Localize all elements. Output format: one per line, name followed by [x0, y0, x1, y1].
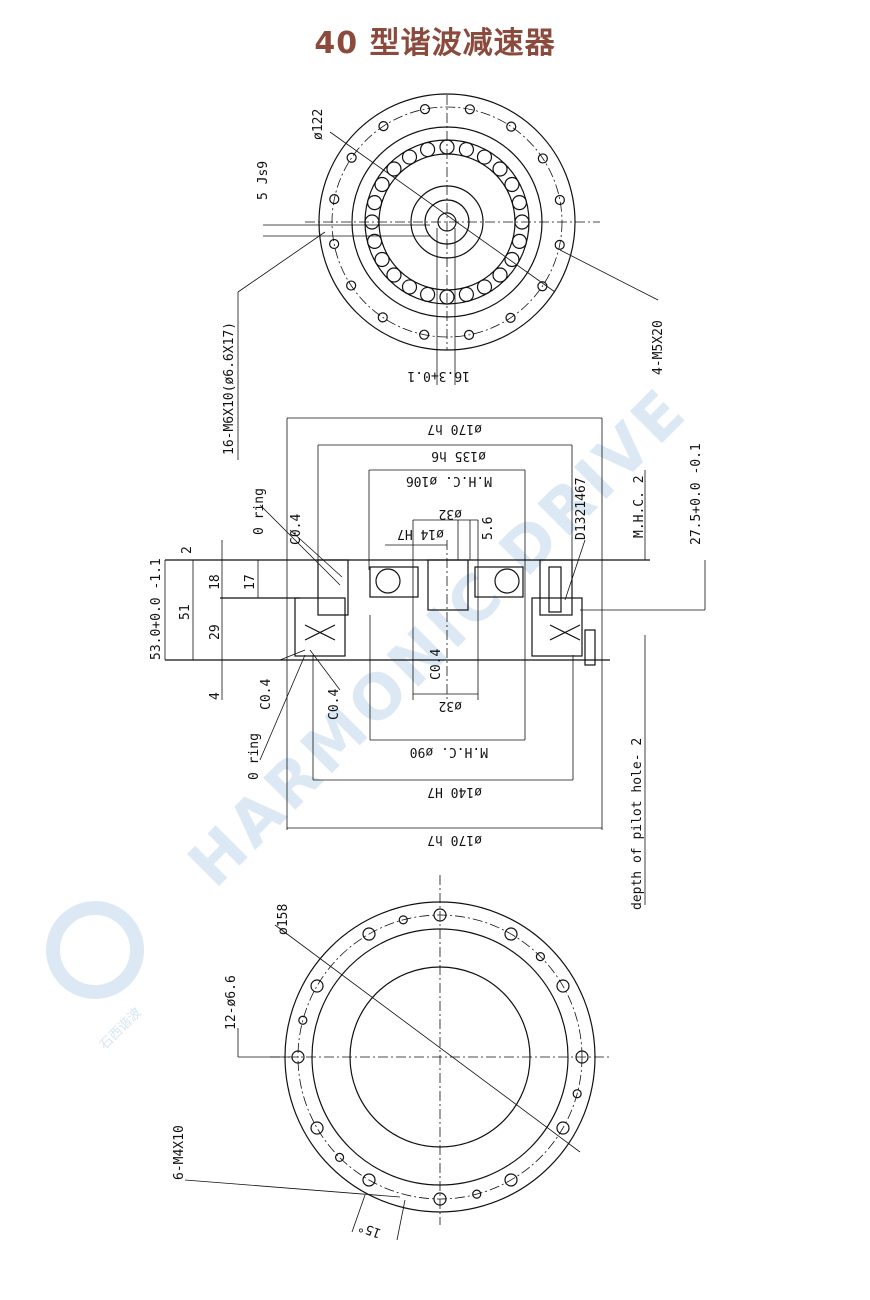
bottom-tapped-hole [572, 1089, 582, 1099]
bottom-hole [504, 927, 518, 941]
bottom-tapped-hole [334, 1152, 345, 1163]
sec-d170-top: ø170 h7 [427, 421, 482, 436]
sec-mhc90: M.H.C. ø90 [410, 744, 488, 759]
watermark: HARMONIC DRIVE 石西谐波 [46, 373, 701, 1053]
sec-dim-29: 29 [208, 624, 223, 640]
top-bolt-hole [346, 152, 357, 163]
bot-holes12: 12-ø6.6 [224, 975, 239, 1030]
sec-dim-2: 2 [180, 546, 195, 554]
sec-c04-b: C0.4 [259, 679, 274, 710]
top-bolt-hole [505, 312, 516, 323]
section-view: ø170 h7 ø135 h6 M.H.C. ø106 ø32 ø14 H7 5… [149, 417, 706, 910]
top-bolt-hole [346, 280, 357, 291]
bearing-ball [492, 161, 508, 177]
bearing-ball [401, 149, 418, 165]
bearing-ball [374, 176, 390, 193]
sec-mhc106: M.H.C. ø106 [406, 473, 492, 488]
top-view: ø122 5 Js9 16-M6X10(ø6.6X17) 4-M5X20 16.… [222, 93, 666, 460]
bottom-hole [362, 927, 376, 941]
sec-c04-d: C0.4 [429, 649, 444, 680]
bottom-hole [504, 1173, 518, 1187]
watermark-logo-text: 石西谐波 [97, 1005, 144, 1052]
top-dia-outer: ø122 [311, 109, 326, 140]
bearing-ball [458, 286, 475, 303]
sec-d14: ø14 H7 [397, 526, 444, 541]
sec-dim-5-6: 5.6 [481, 517, 496, 540]
sec-oring-bottom: 0 ring [247, 733, 262, 780]
top-bolts-right: 4-M5X20 [651, 320, 666, 375]
sec-mhc2: M.H.C. 2 [632, 475, 647, 538]
top-bolt-hole [537, 153, 548, 164]
bearing-ball [401, 279, 418, 295]
top-bolt-hole [377, 312, 388, 323]
bottom-tapped-hole [298, 1015, 308, 1025]
sec-oring-top: 0 ring [252, 488, 267, 535]
top-key-height: 16.3+0.1 [407, 368, 470, 383]
bearing-ball [492, 267, 508, 283]
bottom-hole [310, 979, 324, 993]
bottom-hole [310, 1121, 324, 1135]
bottom-hole [291, 1050, 305, 1064]
top-bolt-hole [329, 194, 340, 205]
sec-d140: ø140 H7 [427, 784, 482, 799]
top-bolt-hole [554, 239, 565, 250]
bottom-hole [362, 1173, 376, 1187]
top-bolt-hole [506, 121, 517, 132]
sec-pilot-hole: depth of pilot hole- 2 [630, 738, 645, 910]
bearing-ball [374, 251, 390, 268]
top-keyway: 5 Js9 [256, 161, 271, 200]
sec-c04-a: C0.4 [289, 514, 304, 545]
top-bolt-hole [329, 238, 340, 250]
bottom-hole [433, 1192, 447, 1206]
bearing-ball [366, 233, 383, 250]
sec-d170-bottom: ø170 h7 [427, 832, 482, 847]
top-bolt-hole [463, 329, 475, 340]
bottom-hole [556, 1121, 570, 1135]
bottom-hole [575, 1050, 589, 1064]
bottom-tapped-hole [472, 1189, 482, 1199]
sec-dim-51: 51 [178, 604, 193, 620]
bottom-holes [291, 908, 589, 1206]
top-bolt-hole [419, 104, 431, 115]
top-bolt-hole [419, 329, 430, 340]
top-bolt-hole [464, 104, 475, 115]
sec-d135: ø135 h6 [431, 448, 486, 463]
bottom-tapped-hole [535, 951, 546, 962]
bearing-ball [476, 149, 493, 165]
bearing-ball [476, 279, 493, 295]
bearing-ball [419, 286, 436, 303]
bot-holes6: 6-M4X10 [172, 1125, 187, 1180]
bearing-ball [511, 194, 528, 211]
bearing-ball [419, 141, 436, 158]
sec-dim-27-5: 27.5+0.0 -0.1 [689, 443, 704, 545]
sec-dim-18: 18 [208, 574, 223, 590]
top-bolt-hole [554, 194, 565, 206]
sec-dim-4: 4 [208, 692, 223, 700]
sec-d32-bottom: ø32 [439, 698, 462, 713]
bearing-ball [504, 176, 520, 193]
sec-c04-c: C0.4 [327, 689, 342, 720]
sec-d32-top: ø32 [439, 506, 462, 521]
bearing-ball [366, 194, 383, 211]
bottom-tapped-hole [398, 915, 408, 925]
sec-part-no: D1321467 [574, 477, 589, 540]
bottom-hole [433, 908, 447, 922]
bearing-ball [504, 251, 520, 268]
bearing-balls [364, 139, 530, 305]
page-title: 40 型谐波减速器 [314, 26, 556, 61]
top-bolt-hole [378, 121, 389, 132]
bot-angle15: 15° [356, 1218, 383, 1240]
bottom-view: ø158 12-ø6.6 6-M4X10 15° [172, 875, 610, 1240]
watermark-logo: 石西谐波 [46, 901, 145, 1053]
top-bolts-left: 16-M6X10(ø6.6X17) [222, 322, 237, 455]
bottom-hole [556, 979, 570, 993]
bearing-ball [458, 141, 475, 158]
bearing-ball [511, 233, 528, 250]
bearing-ball [386, 161, 402, 177]
sec-dim-53: 53.0+0.0 -1.1 [149, 558, 164, 660]
sec-dim-17: 17 [243, 574, 258, 590]
bearing-ball [386, 267, 402, 283]
bot-dia158: ø158 [276, 904, 291, 935]
